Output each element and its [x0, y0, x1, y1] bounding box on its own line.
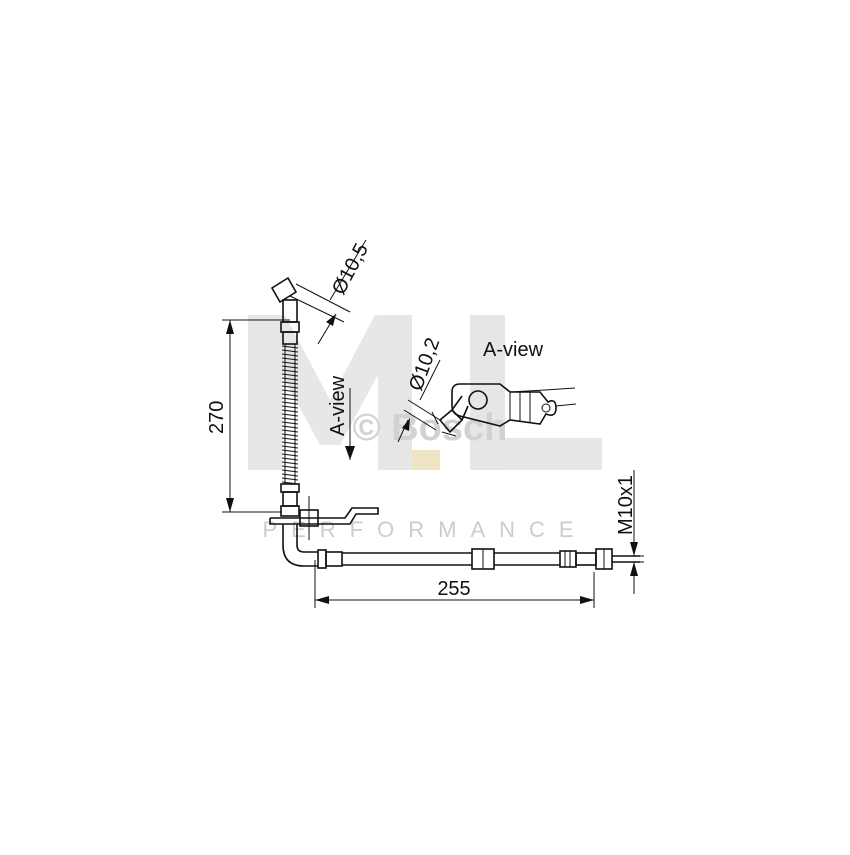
- hose-rib: [281, 449, 299, 453]
- hose-rib: [281, 393, 299, 397]
- diameter-upper-label: Ø10,5: [328, 240, 373, 298]
- hose-rib: [281, 385, 299, 389]
- hose-rib: [281, 353, 299, 357]
- hose-rib: [281, 377, 299, 381]
- hose-rib: [281, 357, 299, 361]
- elbow-pipe: [282, 524, 318, 567]
- lower-fitting: [280, 483, 300, 517]
- hose-rib: [281, 345, 299, 349]
- watermark: PERFORMANCE © Bosch: [248, 315, 602, 542]
- hose-rib: [281, 429, 299, 433]
- view-label-side: A-view: [327, 375, 349, 436]
- hose-rib: [281, 401, 299, 405]
- dimension-255: 255: [314, 560, 595, 608]
- hose-rib: [281, 389, 299, 393]
- hose-rib: [281, 417, 299, 421]
- hose-rib: [281, 473, 299, 477]
- hose-rib: [281, 441, 299, 445]
- hose-rib: [281, 369, 299, 373]
- hose-rib: [281, 365, 299, 369]
- thread-spec-label: M10x1: [615, 475, 637, 535]
- corrugated-hose: [281, 344, 299, 485]
- hose-rib: [281, 373, 299, 377]
- hose-rib: [281, 457, 299, 461]
- hose-rib: [281, 421, 299, 425]
- hose-rib: [281, 409, 299, 413]
- hose-rib: [281, 405, 299, 409]
- hose-rib: [281, 425, 299, 429]
- hose-rib: [281, 349, 299, 353]
- hose-rib: [281, 397, 299, 401]
- hose-rib: [281, 433, 299, 437]
- watermark-logo: [248, 315, 602, 470]
- dimension-270-label: 270: [206, 401, 228, 434]
- hose-rib: [281, 361, 299, 365]
- hose-rib: [281, 465, 299, 469]
- horizontal-hose: [317, 548, 640, 570]
- thread-dimension: M10x1: [615, 470, 644, 594]
- watermark-tagline: PERFORMANCE: [262, 517, 587, 542]
- brake-hose: [269, 276, 640, 570]
- detail-small-fitting: [431, 395, 469, 437]
- diameter-callout-upper: Ø10,5: [289, 239, 373, 345]
- hose-rib: [281, 453, 299, 457]
- hose-rib: [281, 413, 299, 417]
- hose-rib: [281, 445, 299, 449]
- hose-rib: [281, 437, 299, 441]
- hose-rib: [281, 469, 299, 473]
- dimension-255-label: 255: [437, 578, 470, 600]
- top-fitting: [270, 276, 300, 345]
- view-arrow-side: A-view: [327, 375, 355, 460]
- hose-rib: [281, 461, 299, 465]
- view-label-detail: A-view: [483, 339, 544, 361]
- hose-rib: [281, 477, 299, 481]
- hose-rib: [281, 381, 299, 385]
- dimension-270: 270: [206, 319, 290, 513]
